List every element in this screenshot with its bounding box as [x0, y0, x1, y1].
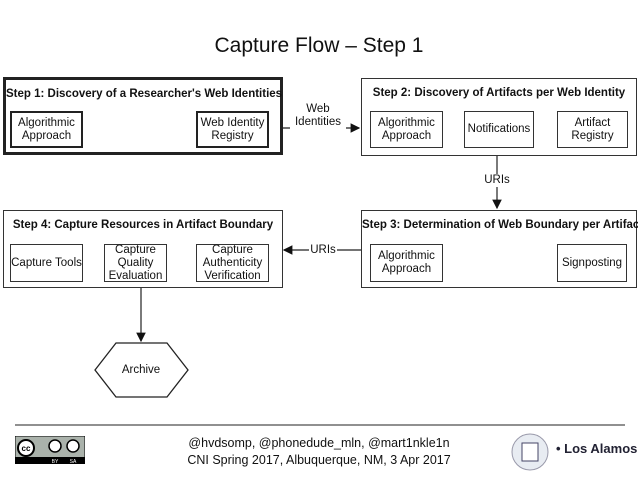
step1-algorithmic-approach: Algorithmic Approach	[10, 111, 83, 148]
slide-title: Capture Flow – Step 1	[214, 34, 424, 57]
step-title: Step 4: Capture Resources in Artifact Bo…	[12, 219, 274, 231]
footer-authors: @hvdsomp, @phonedude_mln, @mart1nkle1n	[188, 436, 450, 450]
archive-hexagon	[94, 342, 189, 398]
odu-seal-logo	[511, 433, 549, 471]
cc-by-sa-logo: cc BY SA	[15, 436, 85, 464]
step2-artifact-registry: Artifact Registry	[557, 111, 628, 148]
step4-capture-quality-evaluation: Capture Quality Evaluation	[104, 244, 167, 282]
step2-algorithmic-approach: Algorithmic Approach	[370, 111, 443, 148]
footer-event: CNI Spring 2017, Albuquerque, NM, 3 Apr …	[187, 453, 451, 467]
edge-label-web-identities: Web Identities	[290, 103, 346, 129]
lanl-logo: • Los Alamos	[556, 441, 638, 456]
step3-signposting: Signposting	[557, 244, 627, 282]
step4-capture-tools: Capture Tools	[10, 244, 83, 282]
step-title: Step 3: Determination of Web Boundary pe…	[362, 219, 638, 231]
step3-algorithmic-approach: Algorithmic Approach	[370, 244, 443, 282]
svg-text:BY: BY	[52, 459, 59, 464]
step1-web-identity-registry: Web Identity Registry	[196, 111, 269, 148]
edge-label-uris-2: URIs	[309, 244, 337, 257]
archive-label: Archive	[121, 364, 161, 376]
svg-text:cc: cc	[22, 444, 31, 453]
step-title: Step 2: Discovery of Artifacts per Web I…	[372, 87, 626, 99]
step2-notifications: Notifications	[464, 111, 534, 148]
step-title: Step 1: Discovery of a Researcher's Web …	[6, 88, 283, 100]
svg-text:SA: SA	[70, 459, 77, 464]
footer-text: @hvdsomp, @phonedude_mln, @mart1nkle1n C…	[0, 435, 638, 469]
edge-label-uris-1: URIs	[482, 174, 512, 187]
step4-capture-authenticity-verification: Capture Authenticity Verification	[196, 244, 269, 282]
